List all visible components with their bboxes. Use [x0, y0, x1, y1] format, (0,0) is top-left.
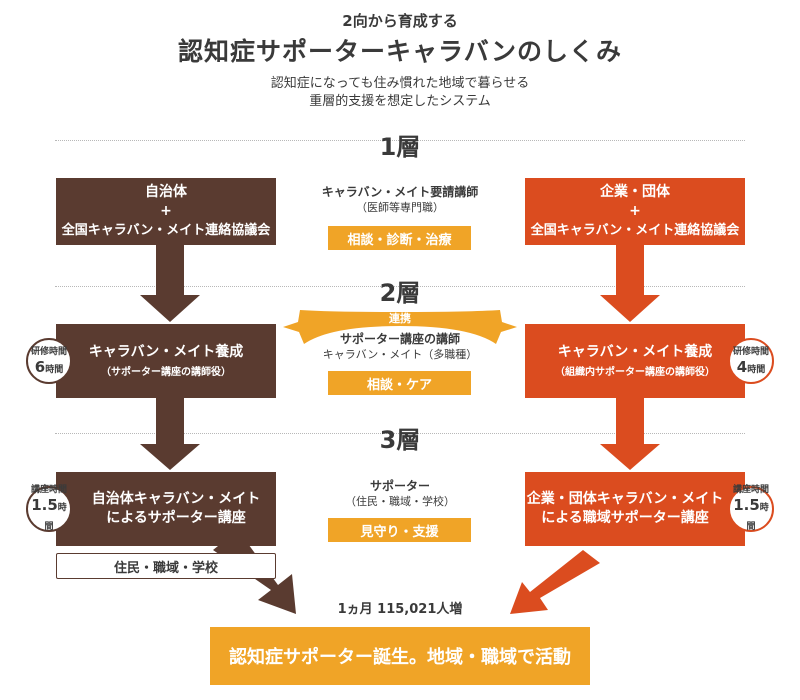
- layer-divider-1: [55, 140, 745, 141]
- left-arrow-2-shaft: [156, 398, 184, 444]
- right-top-line-1: 企業・団体: [600, 184, 670, 200]
- left-top-line-2: +: [160, 203, 172, 219]
- layer-1-label: 1層: [379, 133, 421, 161]
- center-layer3-pill: 見守り・支援: [328, 518, 471, 542]
- left-training-number: 6: [34, 357, 46, 376]
- left-mid-title: キャラバン・メイト養成: [88, 343, 244, 360]
- center-layer2-text: サポーター講座の講師 キャラバン・メイト（多職種）: [290, 331, 510, 363]
- left-mid-sub: （サポーター講座の講師役）: [101, 366, 231, 378]
- left-course-unit: 時間: [44, 503, 67, 532]
- right-course-hours-badge: 講座時間 1.5時間: [728, 485, 774, 532]
- left-arrow-1-head: [140, 295, 200, 322]
- left-course-hours-badge: 講座時間 1.5時間: [26, 485, 72, 532]
- left-course-number: 1.5: [31, 496, 58, 514]
- left-training-unit: 時間: [45, 364, 64, 375]
- left-top-box: 自治体 + 全国キャラバン・メイト連絡協議会: [56, 178, 276, 245]
- center-layer1-text: キャラバン・メイト要請講師 （医師等専門職）: [290, 184, 510, 216]
- left-course-label: 講座時間: [30, 485, 67, 495]
- right-arrow-1-head: [600, 295, 660, 322]
- center-layer1-line2: （医師等専門職）: [356, 201, 444, 214]
- center-layer1-pill: 相談・診断・治療: [328, 226, 471, 250]
- right-mid-sub: （組織内サポーター講座の講師役）: [555, 366, 715, 378]
- left-arrow-2-head: [140, 444, 200, 470]
- right-mid-title: キャラバン・メイト養成: [557, 343, 713, 360]
- right-bottom-line-2: による職域サポーター講座: [541, 510, 709, 526]
- right-training-hours-badge: 研修時間 4時間: [728, 338, 774, 384]
- right-course-label: 講座時間: [732, 485, 769, 495]
- right-top-line-2: +: [629, 203, 641, 219]
- right-course-number: 1.5: [733, 496, 760, 514]
- center-layer3-text: サポーター （住民・職域・学校）: [290, 478, 510, 510]
- center-layer1-line1: キャラバン・メイト要請講師: [321, 185, 479, 199]
- right-training-unit: 時間: [747, 364, 766, 375]
- left-bottom-box: 自治体キャラバン・メイト によるサポーター講座: [56, 472, 276, 546]
- center-layer3-line2: （住民・職域・学校）: [345, 495, 455, 508]
- subtitle-line-2: 重層的支援を想定したシステム: [309, 94, 491, 109]
- right-top-line-3: 全国キャラバン・メイト連絡協議会: [530, 223, 740, 238]
- right-diagonal-arrow: [510, 550, 600, 614]
- left-top-line-3: 全国キャラバン・メイト連絡協議会: [61, 223, 271, 238]
- center-layer2-line1: サポーター講座の講師: [339, 332, 460, 346]
- right-bottom-box: 企業・団体キャラバン・メイト による職域サポーター講座: [525, 472, 745, 546]
- right-arrow-1-shaft: [616, 245, 644, 295]
- layer-3-label: 3層: [379, 426, 421, 454]
- subtitle-line-1: 認知症になっても住み慣れた地域で暮らせる: [270, 76, 530, 91]
- left-training-label: 研修時間: [30, 346, 67, 357]
- right-training-number: 4: [736, 357, 748, 376]
- left-audience-box: 住民・職域・学校: [56, 553, 276, 579]
- left-bottom-line-2: によるサポーター講座: [106, 510, 246, 526]
- left-mid-box: キャラバン・メイト養成 （サポーター講座の講師役）: [56, 324, 276, 398]
- layer-2-label: 2層: [379, 279, 421, 307]
- monthly-increase: 1ヵ月 115,021人増: [337, 602, 463, 617]
- center-layer2-line2: キャラバン・メイト（多職種）: [322, 348, 478, 361]
- layer-divider-3: [55, 433, 745, 434]
- collaboration-arrow: [283, 310, 517, 344]
- collaboration-label: 連携: [389, 312, 411, 325]
- right-mid-box: キャラバン・メイト養成 （組織内サポーター講座の講師役）: [525, 324, 745, 398]
- left-training-hours-badge: 研修時間 6時間: [26, 338, 72, 384]
- right-bottom-line-1: 企業・団体キャラバン・メイト: [526, 491, 724, 507]
- right-arrow-2-head: [600, 444, 660, 470]
- left-top-line-1: 自治体: [145, 184, 187, 200]
- center-layer2-pill: 相談・ケア: [328, 371, 471, 395]
- main-title: 認知症サポーターキャラバンのしくみ: [177, 37, 622, 66]
- layer-divider-2: [55, 286, 745, 287]
- left-arrow-1-shaft: [156, 245, 184, 295]
- right-training-label: 研修時間: [732, 346, 769, 357]
- right-top-box: 企業・団体 + 全国キャラバン・メイト連絡協議会: [525, 178, 745, 245]
- left-bottom-line-1: 自治体キャラバン・メイト: [91, 491, 261, 507]
- final-outcome-box: 認知症サポーター誕生。地域・職域で活動: [210, 627, 590, 685]
- center-layer3-line1: サポーター: [369, 479, 430, 493]
- right-arrow-2-shaft: [616, 398, 644, 444]
- small-title: 2向から育成する: [342, 12, 458, 30]
- right-course-unit: 時間: [746, 503, 769, 532]
